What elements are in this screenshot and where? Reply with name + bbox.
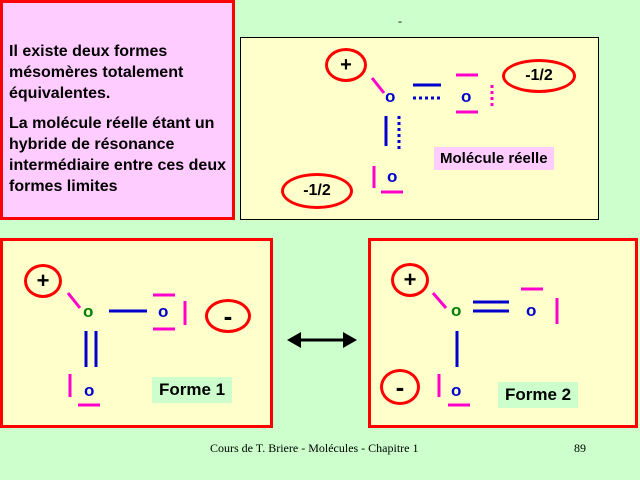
page-number: 89 (574, 441, 586, 455)
form2-charge-positive: + (391, 263, 429, 297)
hybrid-panel: o o o + -1/2 -1/2 Molécule réelle (240, 37, 599, 220)
resonance-arrow (287, 332, 357, 348)
hybrid-charge-left-text: -1/2 (303, 182, 331, 199)
hybrid-charge-right: -1/2 (502, 59, 576, 93)
form2-atom-center: o (451, 301, 462, 320)
form2-charge-negative-text: - (395, 371, 405, 402)
hybrid-charge-positive: + (325, 48, 367, 82)
form2-label: Forme 2 (498, 382, 579, 408)
hybrid-charge-right-text: -1/2 (525, 67, 553, 84)
form2-charge-negative: - (380, 369, 420, 405)
hybrid-atom-center: o (385, 87, 396, 106)
hybrid-atom-bottom: o (387, 167, 398, 186)
form1-charge-negative: - (205, 299, 251, 333)
top-marker: - (398, 14, 402, 28)
form2-panel: o o o + - Forme 2 (368, 238, 638, 428)
form1-label: Forme 1 (152, 377, 233, 403)
form2-charge-positive-text: + (403, 267, 417, 292)
form2-atom-right: o (526, 301, 537, 320)
hybrid-bonds (370, 73, 494, 194)
form1-charge-positive-text: + (36, 268, 50, 293)
form1-bonds (66, 292, 187, 407)
hybrid-atom-right: o (461, 87, 472, 106)
form2-bonds (431, 287, 559, 407)
form1-atom-bottom: o (84, 381, 95, 400)
form2-atom-bottom: o (451, 381, 462, 400)
intro-paragraph-2: La molécule réelle étant un hybride de r… (9, 115, 226, 195)
intro-panel: Il existe deux formes mésomères totaleme… (0, 0, 235, 220)
form1-atom-center: o (83, 302, 94, 321)
hybrid-charge-positive-text: + (340, 53, 352, 76)
form1-charge-positive: + (24, 264, 62, 298)
form1-atom-right: o (158, 302, 169, 321)
intro-paragraph-1: Il existe deux formes mésomères totaleme… (9, 43, 184, 102)
form1-panel: o o o + - Forme 1 (0, 238, 273, 428)
footer-text: Cours de T. Briere - Molécules - Chapitr… (210, 441, 419, 455)
form1-charge-negative-text: - (223, 300, 233, 331)
hybrid-label: Molécule réelle (434, 147, 554, 170)
hybrid-charge-left: -1/2 (281, 173, 353, 209)
